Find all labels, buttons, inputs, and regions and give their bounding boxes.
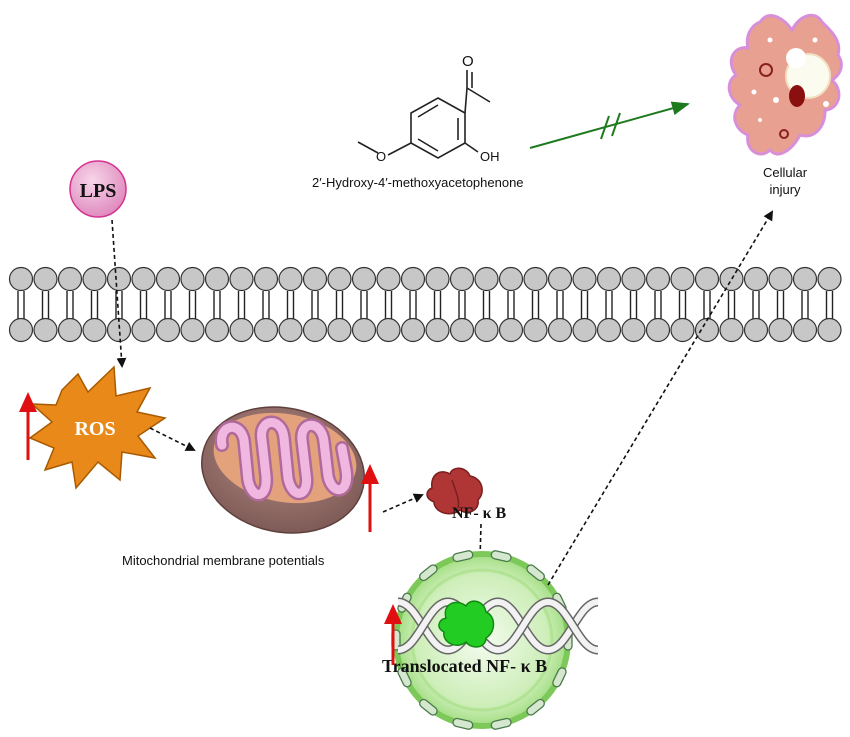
lipid-unit — [621, 266, 646, 343]
lipid-unit — [400, 266, 426, 343]
lipid-unit — [8, 266, 34, 343]
nuclear-pore — [526, 564, 545, 582]
lipid-unit — [425, 266, 450, 343]
nuclear-pore — [552, 667, 567, 688]
translocated-nfkb-node — [438, 600, 495, 648]
lipid-unit — [33, 266, 58, 343]
nuclear-pore — [452, 550, 474, 563]
lipid-unit — [792, 266, 818, 343]
lipid-unit — [768, 266, 793, 343]
lps-node: LPS — [69, 160, 127, 218]
cell-injury-label-2: injury — [769, 182, 801, 197]
lipid-unit — [106, 266, 132, 343]
lipid-unit — [645, 266, 671, 343]
nfkb-node — [426, 467, 483, 515]
nuclear-pore — [419, 698, 438, 716]
cell-membrane — [8, 266, 842, 343]
lipid-unit — [449, 266, 475, 343]
lipid-unit — [547, 266, 573, 343]
lipid-unit — [57, 266, 83, 343]
lipid-unit — [155, 266, 181, 343]
arrow-mito-to-nfkb — [382, 493, 424, 513]
arrow-ros-to-mito — [149, 427, 196, 451]
nfkb-label: NF- κ B — [452, 505, 507, 522]
lipid-unit — [327, 266, 352, 343]
lipid-unit — [694, 266, 720, 343]
lipid-unit — [523, 266, 548, 343]
nuclear-pore — [490, 550, 512, 563]
lipid-unit — [302, 266, 328, 343]
lipid-unit — [670, 266, 695, 343]
injured-cell-icon — [727, 13, 843, 156]
carbonyl-o-label: O — [462, 53, 474, 70]
mito-increase-arrow — [361, 464, 379, 532]
cell-injury-label-1: Cellular — [763, 165, 808, 180]
ros-label: ROS — [74, 418, 115, 440]
nuclear-pore — [419, 564, 438, 582]
mito-label: Mitochondrial membrane potentials — [122, 553, 325, 568]
nuclear-pore — [452, 717, 474, 730]
translocation-increase-arrow — [384, 604, 402, 665]
lipid-unit — [351, 266, 377, 343]
lipid-unit — [180, 266, 205, 343]
lipid-unit — [817, 266, 842, 343]
lipid-unit — [82, 266, 107, 343]
lipid-unit — [474, 266, 499, 343]
lipid-unit — [376, 266, 401, 343]
inhibition-arrow — [529, 101, 690, 149]
compound-name: 2′-Hydroxy-4′-methoxyacetophenone — [312, 175, 524, 190]
lipid-unit — [204, 266, 230, 343]
oh-label: OH — [480, 149, 500, 164]
ros-node: ROS — [28, 365, 167, 490]
dna-helix-icon — [397, 597, 599, 655]
lipid-unit — [572, 266, 597, 343]
lipid-unit — [596, 266, 622, 343]
lipid-unit — [719, 266, 744, 343]
translocated-nfkb-label: Translocated NF- κ B — [382, 656, 547, 676]
ros-increase-arrow — [19, 392, 37, 460]
lipid-unit — [253, 266, 279, 343]
lps-label: LPS — [80, 180, 117, 202]
lipid-unit — [498, 266, 524, 343]
mitochondrion-icon — [201, 406, 365, 534]
nuclear-pore — [490, 717, 512, 730]
methoxy-o-label: O — [376, 149, 386, 164]
lipid-unit — [743, 266, 769, 343]
nuclear-pore — [397, 667, 412, 688]
lipid-unit — [131, 266, 156, 343]
lipid-unit — [229, 266, 254, 343]
compound-structure — [357, 70, 491, 159]
lipid-unit — [278, 266, 303, 343]
arrow-nucleus-to-injury — [547, 210, 774, 586]
nuclear-pore — [526, 698, 545, 716]
arrow-lps-to-ros — [111, 219, 127, 368]
